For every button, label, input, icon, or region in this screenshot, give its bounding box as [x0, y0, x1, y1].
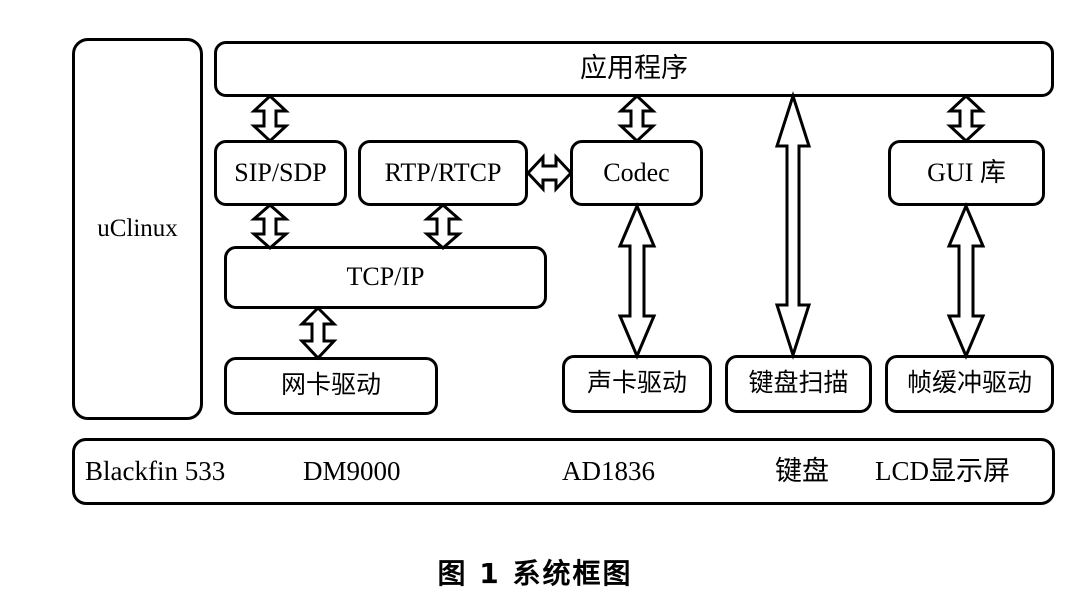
block-rtp-rtcp: RTP/RTCP [358, 140, 528, 206]
block-uclinux-label: uClinux [97, 215, 178, 243]
block-codec-label: Codec [603, 157, 670, 187]
block-nic-driver: 网卡驱动 [224, 357, 438, 415]
block-keyboard-scan-label: 键盘扫描 [748, 370, 849, 398]
block-keyboard-scan: 键盘扫描 [725, 355, 872, 413]
block-sound-card-driver-label: 声卡驱动 [586, 370, 687, 398]
arrow-app-to-gui-library [946, 93, 986, 144]
block-gui-library: GUI 库 [888, 140, 1045, 206]
block-gui-library-label: GUI 库 [927, 157, 1006, 187]
hardware-item-ad1836: AD1836 [562, 455, 655, 486]
arrow-rtp-rtcp-to-tcp-ip [423, 203, 463, 250]
block-framebuffer-driver: 帧缓冲驱动 [885, 355, 1054, 413]
arrow-codec-to-sound-card-driver [617, 202, 657, 360]
arrow-rtp-rtcp-to-codec [525, 153, 574, 193]
block-tcp-ip: TCP/IP [224, 246, 547, 309]
block-tcp-ip-label: TCP/IP [346, 262, 425, 292]
block-rtp-rtcp-label: RTP/RTCP [384, 157, 502, 187]
arrow-gui-library-to-framebuffer-driver [946, 202, 986, 360]
arrow-app-to-codec [617, 93, 657, 144]
block-codec: Codec [570, 140, 703, 206]
arrow-app-to-keyboard-scan [774, 91, 812, 360]
block-nic-driver-label: 网卡驱动 [280, 372, 381, 400]
block-application: 应用程序 [214, 41, 1054, 97]
arrow-tcp-ip-to-nic-driver [298, 305, 338, 361]
block-framebuffer-driver-label: 帧缓冲驱动 [906, 370, 1032, 398]
block-hardware-layer: Blackfin 533 DM9000 AD1836 键盘 LCD显示屏 [72, 438, 1055, 505]
figure-caption: 图 1 系统框图 [437, 557, 633, 590]
hardware-item-dm9000: DM9000 [303, 455, 401, 486]
block-sip-sdp: SIP/SDP [214, 140, 347, 206]
block-uclinux: uClinux [72, 38, 203, 420]
block-application-label: 应用程序 [580, 53, 688, 84]
arrow-app-to-sip-sdp [250, 93, 290, 144]
hardware-item-keyboard: 键盘 [775, 455, 829, 486]
hardware-item-row: Blackfin 533 DM9000 AD1836 键盘 LCD显示屏 [75, 441, 1052, 502]
block-sip-sdp-label: SIP/SDP [234, 157, 327, 187]
hardware-item-lcd-display: LCD显示屏 [875, 455, 1010, 486]
arrow-sip-sdp-to-tcp-ip [250, 203, 290, 250]
hardware-item-blackfin-533: Blackfin 533 [85, 455, 226, 486]
block-sound-card-driver: 声卡驱动 [562, 355, 712, 413]
